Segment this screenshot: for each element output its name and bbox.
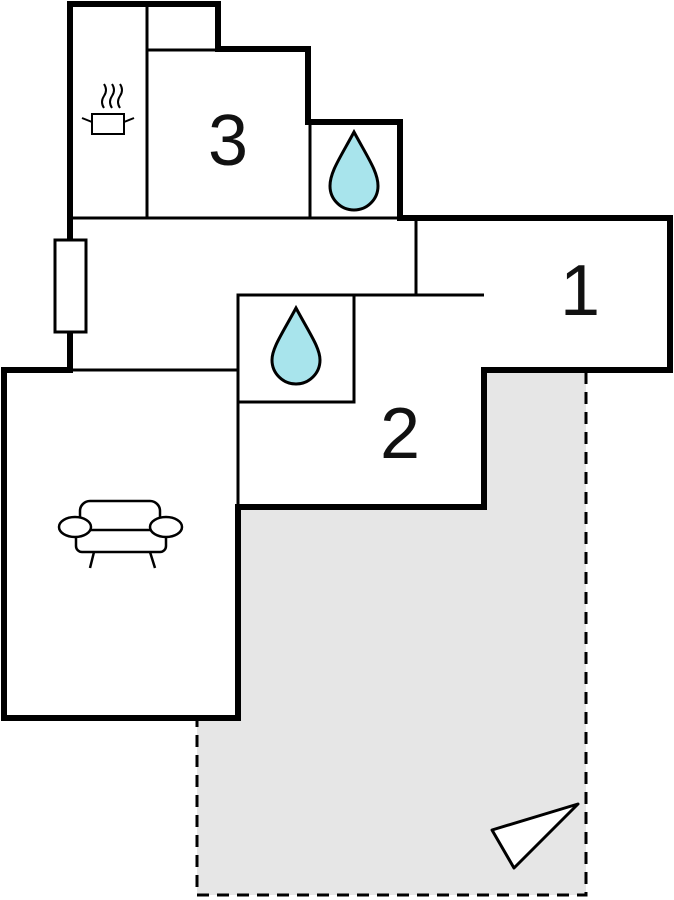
room-number-1: 1 <box>560 251 600 331</box>
terrace-area <box>197 372 586 895</box>
outer-walls <box>1 1 673 721</box>
sofa-icon <box>57 499 184 569</box>
interior-walls <box>72 6 484 505</box>
compass-arrow-icon <box>490 802 580 870</box>
cooking-pot-icon <box>81 83 135 135</box>
window <box>53 238 88 334</box>
room-number-2: 2 <box>380 394 420 474</box>
room-number-3: 3 <box>208 101 248 181</box>
water-drop-icon <box>328 128 380 212</box>
terrace-outline <box>195 372 588 897</box>
water-drop-icon <box>270 304 322 386</box>
